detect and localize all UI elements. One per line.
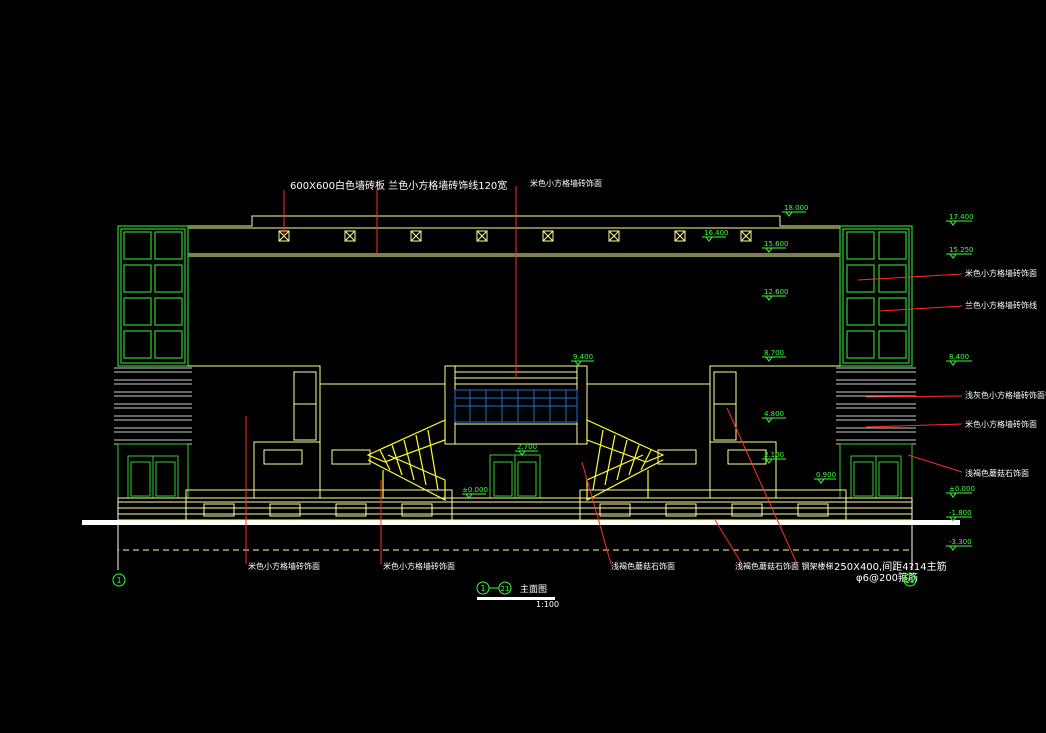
level-18000: 18.000 <box>784 204 809 212</box>
axis-label-right: 21 <box>906 577 915 585</box>
note-bottom-3: 浅褐色蘑菇石饰面 <box>611 561 675 571</box>
title-axis-from: 1 <box>480 584 485 593</box>
level-2100: 2.100 <box>764 451 784 459</box>
level-2700: 2.700 <box>517 443 537 451</box>
bridge-glass <box>454 389 578 423</box>
axis-bubble-right <box>903 573 917 587</box>
note-right-4: 米色小方格墙砖饰面 <box>965 419 1037 429</box>
central-entrance <box>489 454 541 499</box>
note-roof-tile: 600X600白色墙砖板 兰色小方格墙砖饰线120宽 <box>290 179 507 192</box>
axis-label-left: 1 <box>116 576 121 585</box>
note-right-5: 浅褐色蘑菇石饰面 <box>965 468 1029 478</box>
level-9400: 9.400 <box>573 353 593 361</box>
note-bottom-1: 米色小方格墙砖饰面 <box>248 561 320 571</box>
level-15250: 15.250 <box>949 246 974 254</box>
leader-lines <box>245 186 963 565</box>
note-bottom-2: 米色小方格墙砖饰面 <box>383 561 455 571</box>
ground-line <box>82 520 960 525</box>
title-axis-to: 21 <box>501 585 510 593</box>
level-minus-1800: -1.800 <box>949 509 972 517</box>
drawing-title: 主面图 <box>520 583 547 595</box>
roof-tile-markers <box>278 230 752 242</box>
note-bottom-4: 浅褐色蘑菇石饰面 钢架楼梯 <box>735 561 834 571</box>
note-bottom-5b: φ6@200箍筋 <box>856 571 918 584</box>
level-17400: 17.400 <box>949 213 974 221</box>
right-tower <box>839 225 913 367</box>
level-8700: 8.700 <box>764 349 784 357</box>
left-tower <box>117 225 189 367</box>
title-underline <box>477 597 555 600</box>
level-16400: 16.400 <box>704 229 729 237</box>
level-0000-center: ±0.000 <box>462 486 488 494</box>
note-bottom-5a: 250X400,间距4?14主筋 <box>834 560 947 573</box>
note-right-3: 浅灰色小方格墙砖饰面带前 <box>965 390 1046 400</box>
title-block: 1 21 主面图 1:100 <box>476 581 559 609</box>
level-0000-right: ±0.000 <box>949 485 975 493</box>
elevation-marks <box>462 211 972 551</box>
level-8400: 8.400 <box>949 353 969 361</box>
level-0900: 0.900 <box>816 471 836 479</box>
level-15600: 15.600 <box>764 240 789 248</box>
level-minus-3300: -3.300 <box>949 538 972 546</box>
level-4800: 4.800 <box>764 410 784 418</box>
level-12600: 12.600 <box>764 288 789 296</box>
title-axis-to-bubble <box>498 581 512 595</box>
note-right-1: 米色小方格墙砖饰面 <box>965 268 1037 278</box>
drawing-scale: 1:100 <box>536 600 559 609</box>
note-wall-top: 米色小方格墙砖饰面 <box>530 178 602 188</box>
note-right-2: 兰色小方格墙砖饰线 <box>965 300 1037 310</box>
axis-bubble-left <box>112 573 126 587</box>
